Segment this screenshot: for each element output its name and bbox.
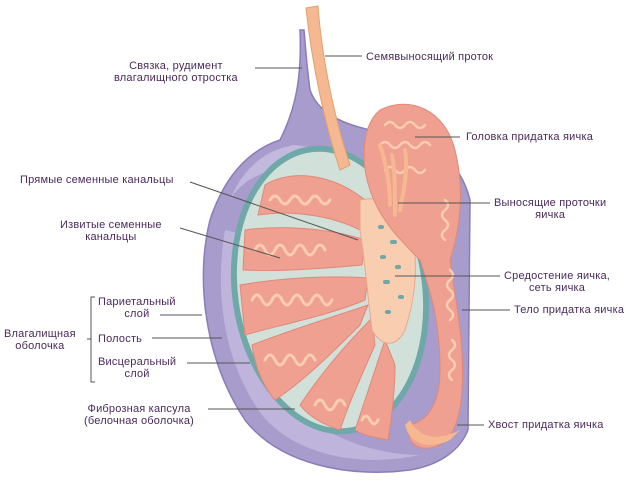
label-parietal-line1: Париетальный <box>98 296 176 308</box>
label-cavity: Полость <box>98 333 143 345</box>
label-visceral-layer: Висцеральный слой <box>98 356 176 380</box>
label-parietal-line2: слой <box>124 308 150 320</box>
label-efferent-ductules: Выносящие проточки яичка <box>494 197 606 221</box>
label-ligament-rudiment: Связка, рудимент влагалищного отростка <box>114 60 238 84</box>
leader-lines <box>87 55 510 426</box>
label-visceral-line2: слой <box>124 368 150 380</box>
label-convoluted-line2: канальцы <box>85 231 137 243</box>
label-tunica-albuginea: Фиброзная капсула (белочная оболочка) <box>84 403 194 427</box>
label-ligament-line2: влагалищного отростка <box>114 72 238 84</box>
label-convoluted-tubules: Извитые семенные канальцы <box>60 219 162 243</box>
label-mediastinum-line1: Средостение яичка, <box>504 270 611 282</box>
efferent-ductules <box>378 143 409 217</box>
label-tunica-vaginalis: Влагалищная оболочка <box>4 328 76 352</box>
label-tunica-vaginalis-line1: Влагалищная <box>4 328 76 340</box>
label-visceral-line1: Висцеральный <box>98 356 177 368</box>
label-albuginea-line2: (белочная оболочка) <box>84 415 195 427</box>
tubule-texture <box>250 194 380 426</box>
label-mediastinum: Средостение яичка, сеть яичка <box>504 270 610 294</box>
label-mediastinum-line2: сеть яичка <box>528 282 586 294</box>
label-epididymis-tail: Хвост придатка яичка <box>488 419 604 431</box>
label-parietal-layer: Париетальный слой <box>98 296 176 320</box>
label-efferent-line1: Выносящие проточки <box>494 197 607 209</box>
label-ligament-line1: Связка, рудимент <box>129 60 223 72</box>
label-efferent-line2: яичка <box>535 209 566 221</box>
label-epididymis-body: Тело придатка яичка <box>514 304 625 316</box>
label-vas-deferens: Семявыносящий проток <box>366 51 494 63</box>
vas-deferens <box>305 5 351 171</box>
label-convoluted-line1: Извитые семенные <box>60 219 162 231</box>
label-tunica-vaginalis-line2: оболочка <box>15 340 65 352</box>
label-straight-tubules: Прямые семенные канальцы <box>20 174 174 186</box>
label-epididymis-head: Головка придатка яичка <box>466 131 594 143</box>
vas-deferens-tail <box>405 420 460 445</box>
label-albuginea-line1: Фиброзная капсула <box>87 403 191 415</box>
